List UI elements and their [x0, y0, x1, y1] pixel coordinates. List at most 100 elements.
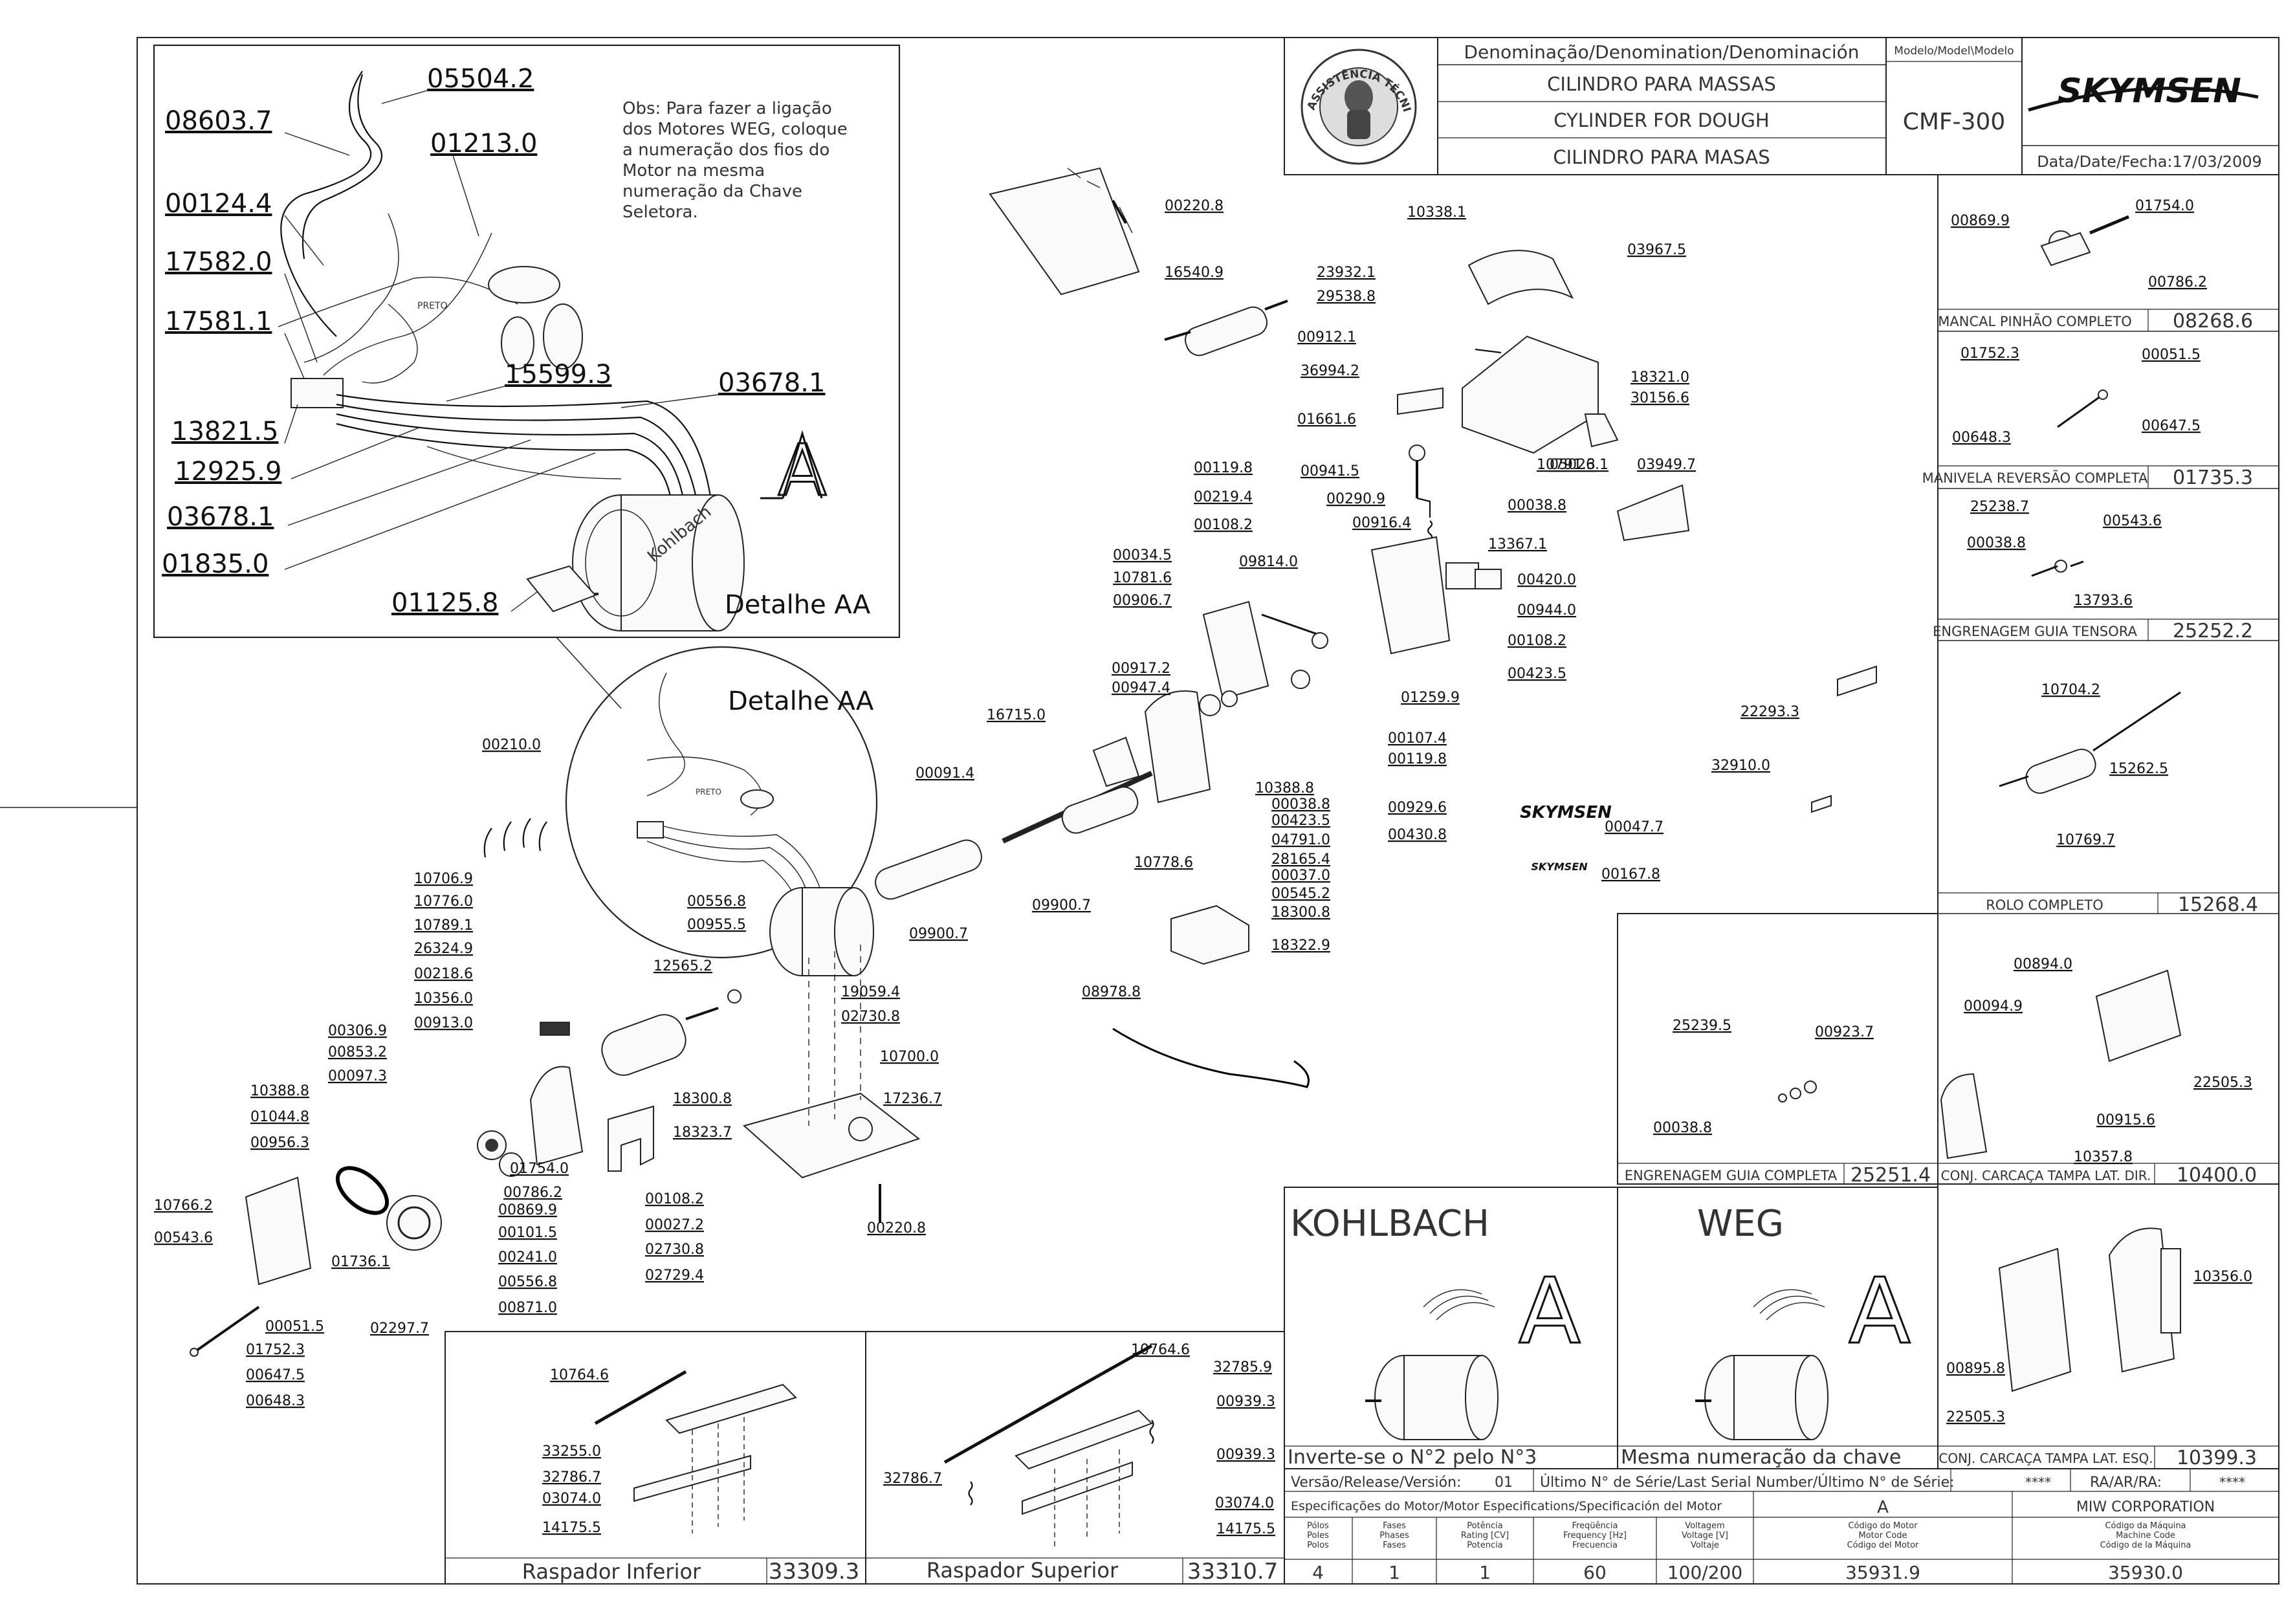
part-label: 00941.5 — [1301, 463, 1359, 479]
spec-col-header: Polos — [1307, 1541, 1329, 1550]
detail-label: 01835.0 — [162, 549, 269, 579]
part-label: 00119.8 — [1194, 460, 1253, 476]
detail-label: 00124.4 — [165, 189, 272, 219]
panel-title-rolo: ROLO COMPLETO — [1986, 897, 2103, 913]
spec-col-header: Freqüência — [1572, 1521, 1618, 1531]
ra-value: **** — [2219, 1475, 2245, 1490]
part-label: 12565.2 — [653, 958, 712, 974]
motor-name-kohlbach: KOHLBACH — [1290, 1203, 1489, 1245]
part-label: 10776.0 — [414, 894, 473, 910]
part-label: 00107.4 — [1388, 730, 1447, 747]
part-label: 32910.0 — [1711, 758, 1770, 774]
part-label: 10781.6 — [1113, 570, 1172, 586]
motor-spec-table: Versão/Release/Versión: 01 Último N° de … — [1284, 1468, 2279, 1585]
part-label: 01752.3 — [246, 1342, 305, 1358]
scraper-part-label: 32786.7 — [883, 1471, 942, 1487]
right-subassembly-panels: MANCAL PINHÃO COMPLETO 08268.6 MANIVELA … — [1617, 174, 2279, 1469]
part-label: 00955.5 — [687, 917, 746, 933]
obs-line: numeração da Chave — [622, 182, 802, 201]
part-label: 00101.5 — [498, 1225, 557, 1241]
part-label: 10338.1 — [1407, 204, 1466, 221]
panel-part-label: 25239.5 — [1673, 1018, 1731, 1034]
scraper-part-label: 00939.3 — [1216, 1447, 1275, 1463]
part-label: 09900.7 — [909, 926, 968, 942]
part-label: 02297.7 — [370, 1321, 429, 1337]
panel-part-label: 22505.3 — [1946, 1409, 2005, 1425]
detail-label: 03678.1 — [718, 368, 825, 398]
panel-part-label: 10356.0 — [2193, 1269, 2252, 1285]
spec-col-header: Código del Motor — [1847, 1541, 1919, 1550]
part-number-labels: 00220.816540.900912.110338.103967.523932… — [154, 198, 1799, 1409]
scraper-part-label: 32785.9 — [1213, 1359, 1272, 1376]
part-label: 05026.1 — [1550, 457, 1609, 473]
spec-col-header: Poles — [1307, 1531, 1329, 1541]
small-logo-1: SKYMSEN — [1520, 803, 1612, 822]
part-label: 01044.8 — [250, 1109, 309, 1125]
part-label: 03967.5 — [1627, 242, 1686, 258]
scraper-part-label: 03074.0 — [1215, 1495, 1274, 1511]
title-block: ASSISTÊNCIA TÉCNICA AUTORIZADA Denominaç… — [0, 0, 2279, 175]
spec-col-header: Frequency [Hz] — [1563, 1531, 1627, 1541]
obs-line: Motor na mesma — [622, 161, 765, 181]
scraper-part-label: 00939.3 — [1216, 1394, 1275, 1410]
part-label: 00929.6 — [1388, 800, 1447, 816]
part-label: 10388.8 — [250, 1083, 309, 1099]
spec-col-value: 1 — [1479, 1562, 1491, 1583]
part-label: 01736.1 — [331, 1254, 390, 1270]
name-es: CILINDRO PARA MASAS — [1553, 146, 1770, 168]
detail-letter-a: A — [778, 429, 826, 512]
version-label: Versão/Release/Versión: — [1291, 1475, 1461, 1491]
motor-letter-kohlbach: A — [1519, 1259, 1581, 1365]
part-label: 18300.8 — [1271, 905, 1330, 921]
part-label: 00912.1 — [1297, 329, 1356, 346]
part-label: 10356.0 — [414, 991, 473, 1007]
panel-title-mancal: MANCAL PINHÃO COMPLETO — [1938, 313, 2131, 329]
panel-part-label: 00869.9 — [1951, 213, 2010, 229]
scraper-part-label: 14175.5 — [542, 1520, 601, 1536]
part-label: 00871.0 — [498, 1300, 557, 1316]
detail-title: Detalhe AA — [725, 590, 871, 620]
part-label: 36994.2 — [1301, 363, 1359, 379]
part-label: 00423.5 — [1508, 666, 1566, 682]
panel-part-label: 00094.9 — [1964, 998, 2023, 1015]
part-label: 16715.0 — [987, 707, 1046, 723]
part-label: 00420.0 — [1517, 572, 1576, 588]
panel-part-label: 10769.7 — [2056, 832, 2115, 848]
panel-title-tampa-esq: CONJ. CARCAÇA TAMPA LAT. ESQ. — [1938, 1451, 2153, 1466]
authorized-service-seal: ASSISTÊNCIA TÉCNICA AUTORIZADA — [0, 0, 1417, 165]
motor-note-weg: Mesma numeração da chave — [1621, 1446, 1901, 1469]
scraper-part-label: 14175.5 — [1216, 1521, 1275, 1537]
spec-col-value: 60 — [1583, 1562, 1607, 1583]
part-label: 00543.6 — [154, 1230, 213, 1246]
panel-part-label: 10704.2 — [2041, 682, 2100, 698]
panel-code-rolo: 15268.4 — [2178, 894, 2258, 916]
scraper-code-superior: 33310.7 — [1187, 1559, 1279, 1585]
obs-line: dos Motores WEG, coloque — [622, 120, 848, 139]
spec-letter: A — [1877, 1498, 1889, 1517]
part-label: 00786.2 — [503, 1185, 562, 1201]
detail-label: 01213.0 — [430, 129, 537, 159]
part-label: 02730.8 — [645, 1242, 704, 1258]
spec-col-value: 35930.0 — [2108, 1562, 2183, 1583]
panel-part-label: 01754.0 — [2135, 198, 2194, 214]
detail-box-labels: 05504.2 08603.7 01213.0 00124.4 17582.0 … — [162, 64, 825, 618]
obs-line: a numeração dos fios do — [622, 140, 829, 160]
spec-columns: PólosPolesPolos4FasesPhasesFases1Potênci… — [1307, 1521, 2191, 1583]
panel-part-label: 00038.8 — [1653, 1120, 1712, 1136]
model-header: Modelo/Model\Modelo — [1894, 45, 2014, 58]
part-label: 00430.8 — [1388, 827, 1447, 843]
part-label: 00219.4 — [1194, 489, 1253, 505]
panel-part-label: 00543.6 — [2103, 513, 2162, 529]
spec-col-header: Rating [CV] — [1461, 1531, 1509, 1541]
panel-code-guia-completa: 25251.4 — [1850, 1164, 1931, 1187]
detail-label: 15599.3 — [505, 360, 611, 390]
part-label: 00917.2 — [1112, 661, 1170, 677]
part-label: 00853.2 — [328, 1044, 387, 1060]
panel-part-label: 00647.5 — [2142, 418, 2201, 434]
panel-part-label: 00648.3 — [1952, 430, 2011, 446]
company-name: MIW CORPORATION — [2076, 1499, 2215, 1515]
part-label: 10778.6 — [1134, 855, 1193, 871]
part-label: 29538.8 — [1317, 289, 1376, 305]
detail-label: 05504.2 — [427, 64, 534, 94]
